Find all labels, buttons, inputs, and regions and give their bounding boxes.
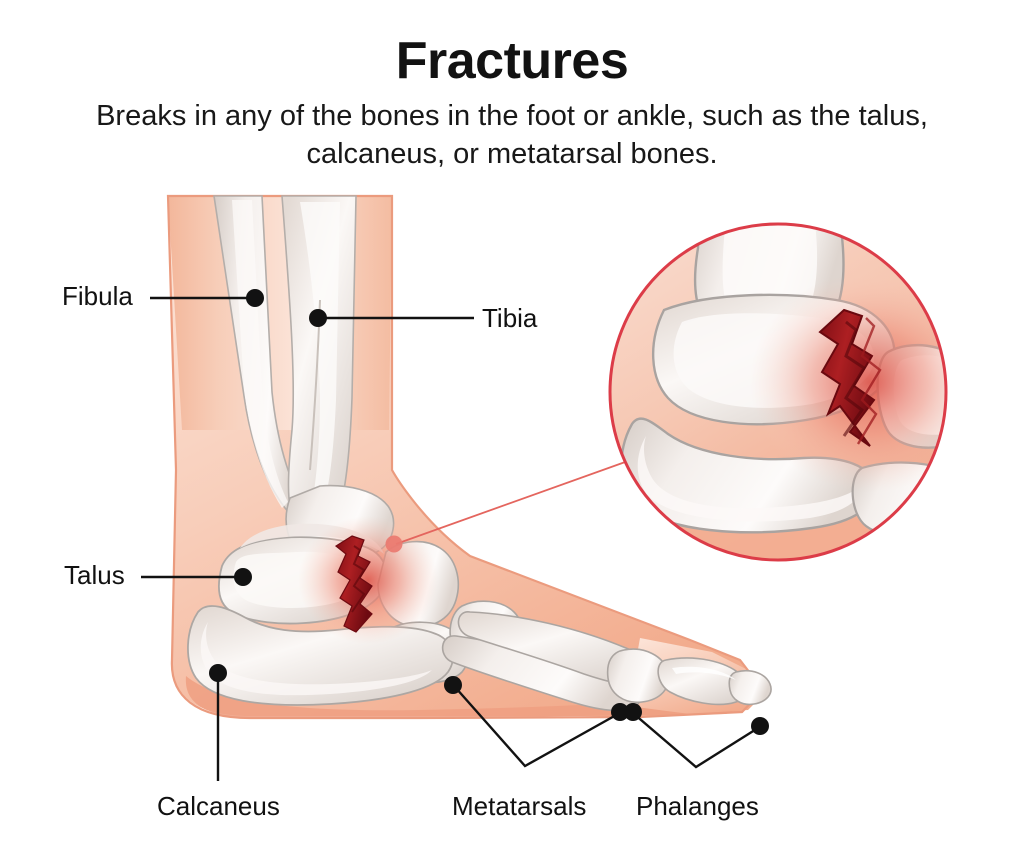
toe-highlight — [672, 666, 736, 680]
fracture-crack-main — [334, 535, 373, 633]
dot-fibula — [246, 289, 264, 307]
leader-line-metatarsals — [454, 686, 619, 768]
label-tibia: Tibia — [482, 303, 538, 333]
magnifier-source-dot — [385, 535, 403, 553]
tibia-highlight — [300, 202, 340, 504]
label-phalanges: Phalanges — [636, 791, 759, 821]
mag-tibia-highlight — [722, 224, 818, 325]
dot-calcaneus — [209, 664, 227, 682]
magnifier-inset — [608, 222, 948, 562]
fibula-highlight — [232, 200, 288, 508]
fracture-crack-main-inner — [351, 545, 366, 613]
dot-phalanx-1 — [624, 703, 642, 721]
dot-metatarsal-2 — [611, 703, 629, 721]
magnifier-border-circle — [608, 222, 948, 562]
page-subtitle: Breaks in any of the bones in the foot o… — [96, 100, 928, 171]
leader-lines — [141, 296, 759, 781]
label-calcaneus: Calcaneus — [157, 791, 280, 821]
distal-phalanx — [728, 669, 772, 706]
mag-fracture-crack-edge — [856, 317, 882, 445]
leader-line-phalanges — [633, 713, 759, 769]
foot-outline — [166, 194, 765, 720]
label-talus: Talus — [64, 560, 125, 590]
magnifier-leader-line — [395, 460, 629, 545]
dot-tibia — [309, 309, 327, 327]
leader-dots — [209, 289, 769, 735]
label-fibula: Fibula — [62, 281, 133, 311]
label-metatarsals: Metatarsals — [452, 791, 587, 821]
mag-fracture-crack-inner — [842, 320, 867, 437]
fracture-inflammation-main — [298, 516, 438, 644]
mag-fracture-inflammation — [750, 272, 946, 492]
dot-talus — [234, 568, 252, 586]
leg-skin-upper — [168, 196, 392, 430]
dot-phalanx-2 — [751, 717, 769, 735]
dot-metatarsal-1 — [444, 676, 462, 694]
page-title: Fractures — [395, 32, 629, 90]
metatarsal-head — [606, 648, 670, 703]
